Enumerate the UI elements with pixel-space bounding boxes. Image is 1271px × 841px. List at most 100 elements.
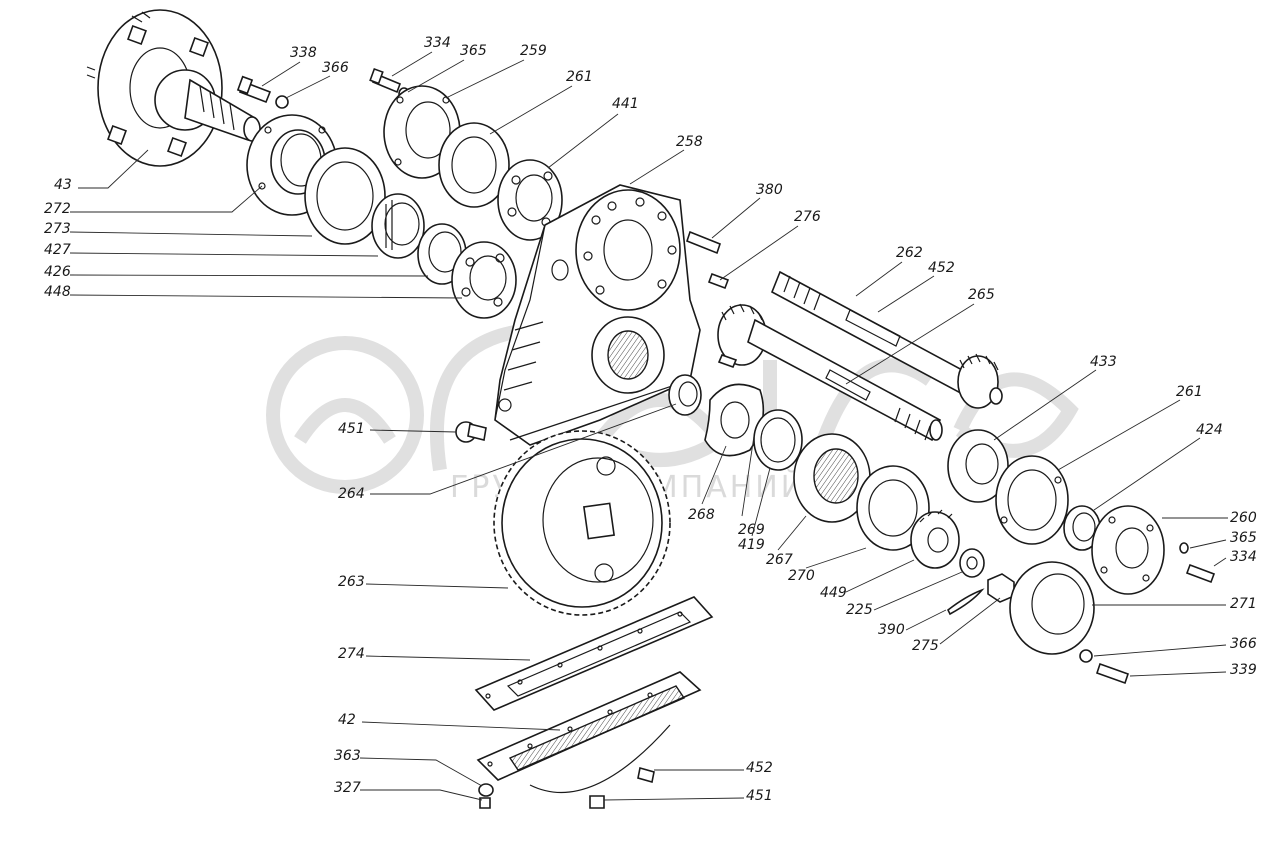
part-number-label: 441	[612, 96, 639, 112]
callout-261: 261	[489, 69, 593, 135]
callout-260: 260	[1162, 510, 1257, 526]
part-number-label: 271	[1230, 596, 1257, 612]
part-number-label: 380	[756, 182, 783, 198]
part-number-label: 365	[1230, 530, 1257, 546]
leader-line	[1189, 539, 1227, 549]
part-number-label: 261	[566, 69, 593, 85]
callout-366: 366	[1093, 636, 1257, 657]
callout-273: 273	[44, 221, 313, 237]
leader-line	[69, 274, 429, 277]
part-363-washer	[478, 783, 494, 797]
part-number-label: 258	[676, 134, 703, 150]
part-number-label: 273	[44, 221, 71, 237]
leader-line	[365, 583, 509, 589]
part-338-bolt	[236, 75, 272, 104]
callout-452: 452	[654, 760, 773, 776]
leader-line	[489, 85, 573, 135]
callout-451: 451	[603, 788, 773, 804]
part-number-label: 269	[738, 522, 765, 538]
callout-272: 272	[44, 185, 263, 217]
part-number-label: 449	[820, 585, 847, 601]
part-424-ring	[1063, 505, 1101, 551]
part-number-label: 259	[520, 43, 547, 59]
leader-line	[603, 797, 745, 801]
part-number-label: 363	[334, 748, 361, 764]
callout-261: 261	[1057, 384, 1203, 471]
callout-451: 451	[338, 421, 457, 437]
leader-line	[719, 225, 799, 281]
callout-390: 390	[878, 609, 947, 638]
part-274-gasket-plate	[474, 596, 714, 711]
part-448-bearing	[451, 241, 517, 319]
part-number-label: 272	[44, 201, 71, 217]
part-number-label: 452	[928, 260, 955, 276]
callout-271: 271	[1092, 596, 1257, 612]
part-225-washer	[959, 548, 985, 578]
part-number-label: 225	[846, 602, 873, 618]
part-327-bolt	[479, 797, 491, 809]
callout-433: 433	[993, 354, 1117, 441]
part-number-label: 419	[738, 537, 765, 553]
leader-line	[547, 113, 619, 169]
callout-363: 363	[334, 748, 483, 787]
leader-line	[69, 231, 313, 237]
callout-265: 265	[845, 287, 995, 385]
leader-line	[777, 515, 807, 551]
part-number-label: 276	[794, 209, 821, 225]
part-271-end-cap	[1009, 561, 1095, 655]
leader-line	[445, 59, 525, 99]
leader-line	[855, 261, 903, 297]
part-number-label: 42	[338, 712, 356, 728]
part-451-plug-lower	[589, 795, 605, 809]
callout-338: 338	[261, 45, 317, 87]
part-number-label: 338	[290, 45, 317, 61]
callout-262: 262	[855, 245, 923, 297]
callout-334: 334	[391, 35, 451, 77]
part-number-label: 265	[968, 287, 995, 303]
part-number-label: 274	[338, 646, 365, 662]
leader-line	[70, 185, 263, 213]
leader-line	[873, 571, 963, 611]
part-275-castle-nut	[987, 573, 1015, 603]
part-number-label: 43	[54, 177, 72, 193]
callout-449: 449	[820, 559, 915, 601]
callout-426: 426	[44, 264, 429, 280]
part-265-pinion-shaft	[717, 303, 943, 442]
leader-line	[1093, 437, 1201, 511]
callout-380: 380	[711, 182, 783, 239]
callout-427: 427	[44, 242, 379, 258]
leader-line	[69, 252, 379, 257]
callout-366: 366	[285, 60, 349, 99]
part-number-label: 264	[338, 486, 365, 502]
callout-264: 264	[338, 403, 677, 502]
part-433-bearing	[947, 429, 1009, 503]
part-452-stud-lower	[637, 766, 655, 784]
callout-225: 225	[846, 571, 963, 618]
part-number-label: 334	[1230, 549, 1257, 565]
callout-334: 334	[1213, 549, 1257, 567]
callout-270: 270	[788, 547, 867, 584]
part-number-label: 339	[1230, 662, 1257, 678]
part-261-gasket-upper	[438, 122, 510, 208]
part-262-shaft	[770, 270, 1003, 409]
part-number-label: 260	[1230, 510, 1257, 526]
part-334-bolt	[369, 67, 402, 94]
part-261-gasket-lower	[995, 455, 1069, 545]
callout-274: 274	[338, 646, 531, 662]
part-number-label: 366	[322, 60, 349, 76]
leader-line	[629, 149, 685, 185]
part-452-stud-upper	[717, 353, 738, 369]
part-267-bearing-cup	[793, 433, 871, 523]
part-365-washer-right	[1179, 542, 1189, 554]
part-number-label: 433	[1090, 354, 1117, 370]
part-number-label: 327	[334, 780, 361, 796]
watermark-logo-mark	[294, 398, 396, 444]
leader-line	[369, 429, 457, 433]
part-number-label: 275	[912, 638, 939, 654]
part-258-gearbox-housing	[494, 184, 701, 446]
part-number-label: 451	[338, 421, 365, 437]
part-339-bolt	[1095, 662, 1130, 685]
callout-275: 275	[912, 597, 1001, 654]
callout-327: 327	[334, 780, 483, 801]
